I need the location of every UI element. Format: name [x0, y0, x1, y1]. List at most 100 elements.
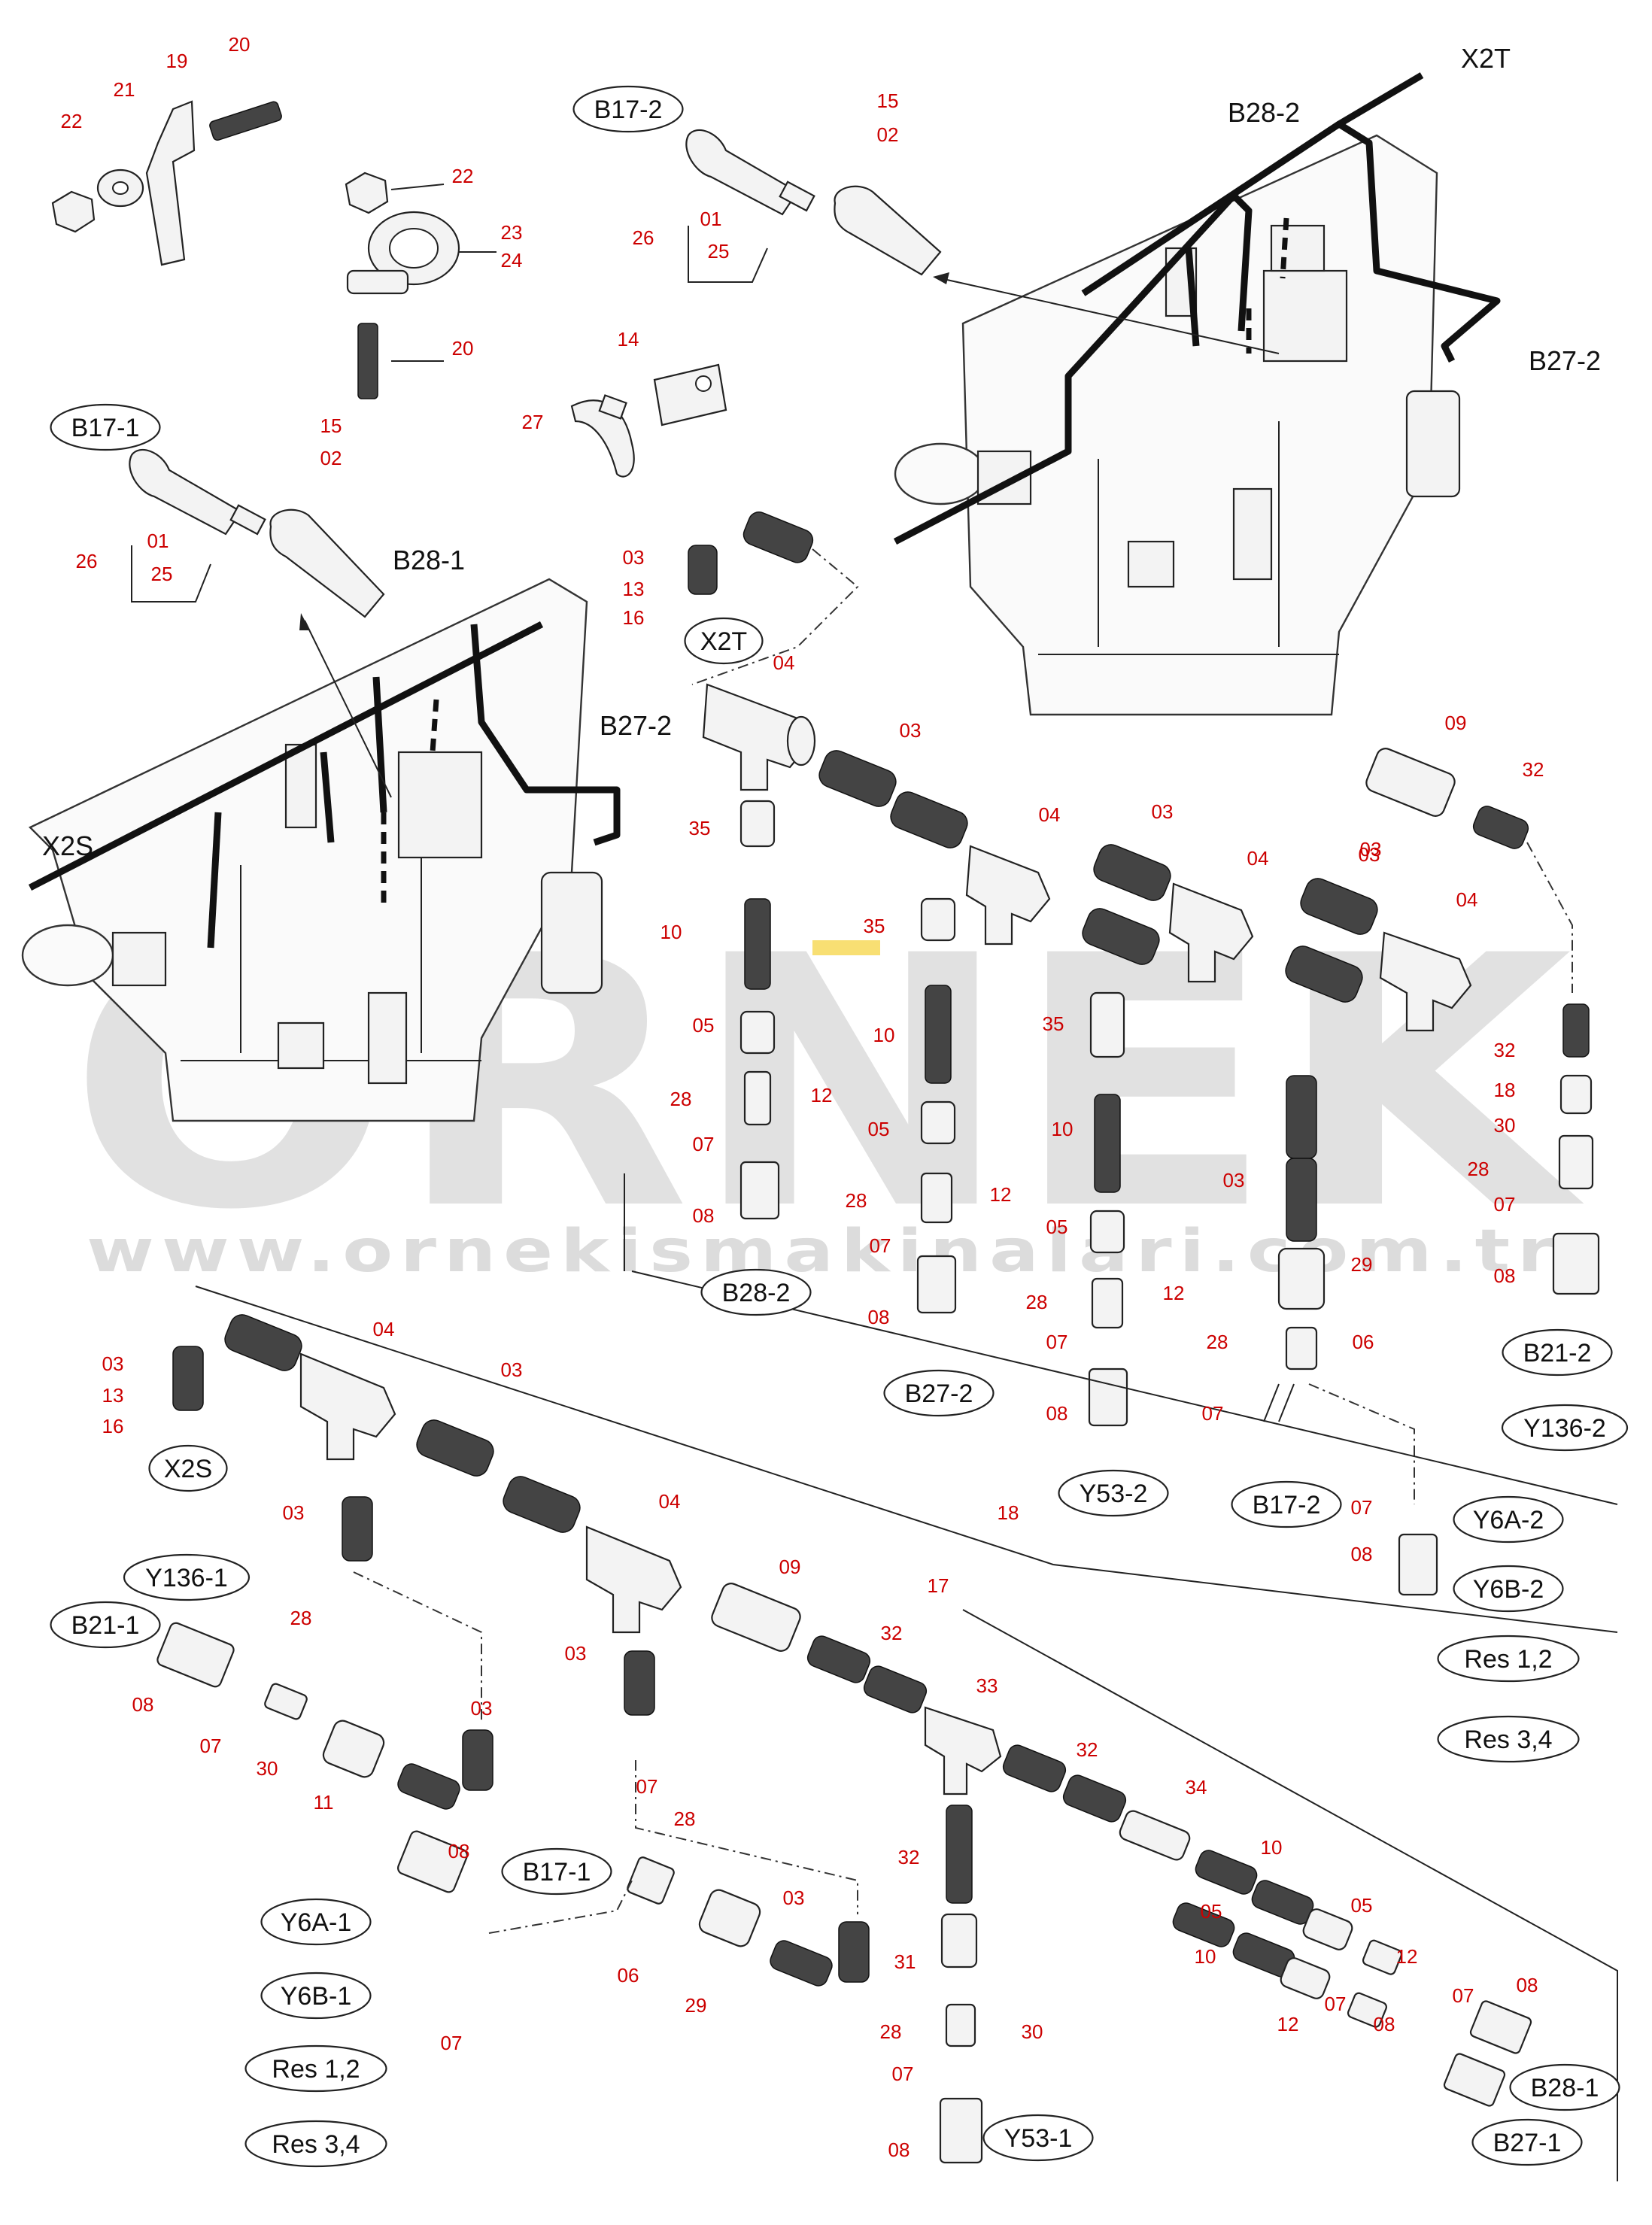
- part-number: 35: [689, 817, 711, 839]
- connector-plug: [1398, 1533, 1438, 1596]
- ref-label: B28-2: [1228, 97, 1300, 128]
- harness-line: [320, 751, 335, 843]
- corrugated-hose: [1251, 1880, 1314, 1925]
- arrow-line: [940, 278, 1280, 354]
- adapter-part: [698, 1889, 761, 1947]
- part-number: 09: [1445, 712, 1467, 734]
- ref-label: B17-2: [1231, 1480, 1342, 1528]
- corrugated-hose: [1285, 946, 1363, 1003]
- ref-label: B27-2: [883, 1369, 995, 1417]
- part-number: 16: [102, 1415, 124, 1437]
- nut-part: [1302, 1908, 1353, 1950]
- boot-part: [269, 508, 385, 618]
- adapter-part: [1277, 1247, 1326, 1310]
- machine-frame-top: [893, 72, 1501, 716]
- ref-label-oval: [700, 1268, 812, 1316]
- corrugated-hose: [770, 1940, 833, 1987]
- corrugated-hose: [416, 1419, 494, 1477]
- part-number: 32: [1494, 1039, 1516, 1061]
- part-number: 33: [976, 1674, 998, 1697]
- part-number: 05: [1046, 1216, 1068, 1238]
- spring-sleeve: [1562, 1003, 1590, 1058]
- part-number: 15: [877, 90, 899, 112]
- ref-label-text: B27-1: [1493, 2129, 1562, 2157]
- part-number: 14: [618, 328, 639, 351]
- harness-line: [207, 812, 222, 949]
- part-number: 28: [1026, 1291, 1048, 1313]
- part-number: 30: [1494, 1114, 1516, 1137]
- ref-label: X2S: [42, 830, 93, 861]
- part-number: 29: [1351, 1253, 1373, 1276]
- coupling-part: [1365, 748, 1456, 817]
- frame-detail: [181, 827, 481, 1061]
- bracket-line-long: [624, 1173, 1618, 1505]
- ref-label-oval: [1453, 1495, 1564, 1544]
- part-number: 32: [898, 1846, 920, 1868]
- hardware-group: [51, 100, 727, 478]
- part-number: 08: [1494, 1264, 1516, 1287]
- part-number: 07: [200, 1735, 222, 1757]
- part-number: 32: [1077, 1738, 1098, 1761]
- part-number: 10: [1195, 1945, 1216, 1968]
- part-number: 21: [114, 78, 135, 101]
- corrugated-hose: [1082, 908, 1160, 965]
- frame-boss: [21, 924, 114, 987]
- part-number: 07: [1202, 1402, 1224, 1425]
- part-number: 15: [320, 414, 342, 437]
- corrugated-hose: [1062, 1774, 1127, 1823]
- part-number: 05: [693, 1014, 715, 1037]
- part-number: 07: [441, 2032, 463, 2054]
- part-number: 17: [928, 1574, 949, 1597]
- part-number: 12: [990, 1183, 1012, 1206]
- corrugated-hose: [890, 791, 968, 848]
- dash-line: [1308, 1383, 1415, 1504]
- part-number: 05: [1201, 1900, 1222, 1923]
- machine-frame-left: [21, 578, 621, 1122]
- part-number: 08: [888, 2138, 910, 2161]
- spring-sleeve: [1286, 1075, 1317, 1159]
- part-number: 08: [1374, 2013, 1395, 2035]
- part-number: 04: [1456, 888, 1478, 911]
- ref-label-oval: [1437, 1715, 1580, 1763]
- ref-label: B17-2: [572, 85, 684, 133]
- ref-label-oval: [1509, 2063, 1620, 2111]
- fitting-part: [1091, 1277, 1124, 1329]
- part-number: 22: [61, 110, 83, 132]
- tee-fitting: [585, 1525, 682, 1634]
- part-number: 07: [870, 1234, 891, 1257]
- nut-part: [51, 190, 96, 233]
- ref-label-text: B27-2: [1529, 345, 1601, 376]
- part-number: 03: [900, 719, 922, 742]
- connector-plug: [1443, 2053, 1506, 2107]
- part-number: 07: [1046, 1331, 1068, 1353]
- ref-label: Res 1,2: [1437, 1635, 1580, 1683]
- ref-label-text: B21-2: [1523, 1339, 1592, 1367]
- corrugated-hose: [224, 1314, 302, 1371]
- connector-plug: [1469, 2000, 1532, 2054]
- part-number: 04: [1039, 803, 1061, 826]
- bracket-leader: [131, 545, 211, 603]
- part-number: 12: [1163, 1282, 1185, 1304]
- cable-tie-head: [598, 394, 627, 420]
- part-number: 28: [1468, 1158, 1490, 1180]
- ref-label-oval: [1231, 1480, 1342, 1528]
- ref-label-oval: [1437, 1635, 1580, 1683]
- hose-assembly-upper: [688, 511, 1600, 1596]
- sensor-pin: [229, 504, 266, 536]
- frame-detail: [1038, 421, 1339, 655]
- fitting-part: [1285, 1326, 1318, 1371]
- part-number: 01: [147, 530, 169, 552]
- clamp-hole: [389, 228, 439, 269]
- part-number: 08: [1517, 1974, 1538, 1996]
- part-number: 11: [314, 1791, 334, 1814]
- part-number: 08: [693, 1204, 715, 1227]
- part-number: 10: [1052, 1118, 1073, 1140]
- valve-block: [1270, 224, 1326, 272]
- connector-plug: [156, 1622, 235, 1688]
- corrugated-hose: [1093, 844, 1171, 901]
- ref-label-oval: [244, 2044, 387, 2093]
- tee-fitting: [1379, 931, 1472, 1032]
- corrugated-hose: [818, 750, 897, 807]
- dash-line: [353, 1571, 482, 1723]
- frame-body: [961, 134, 1438, 716]
